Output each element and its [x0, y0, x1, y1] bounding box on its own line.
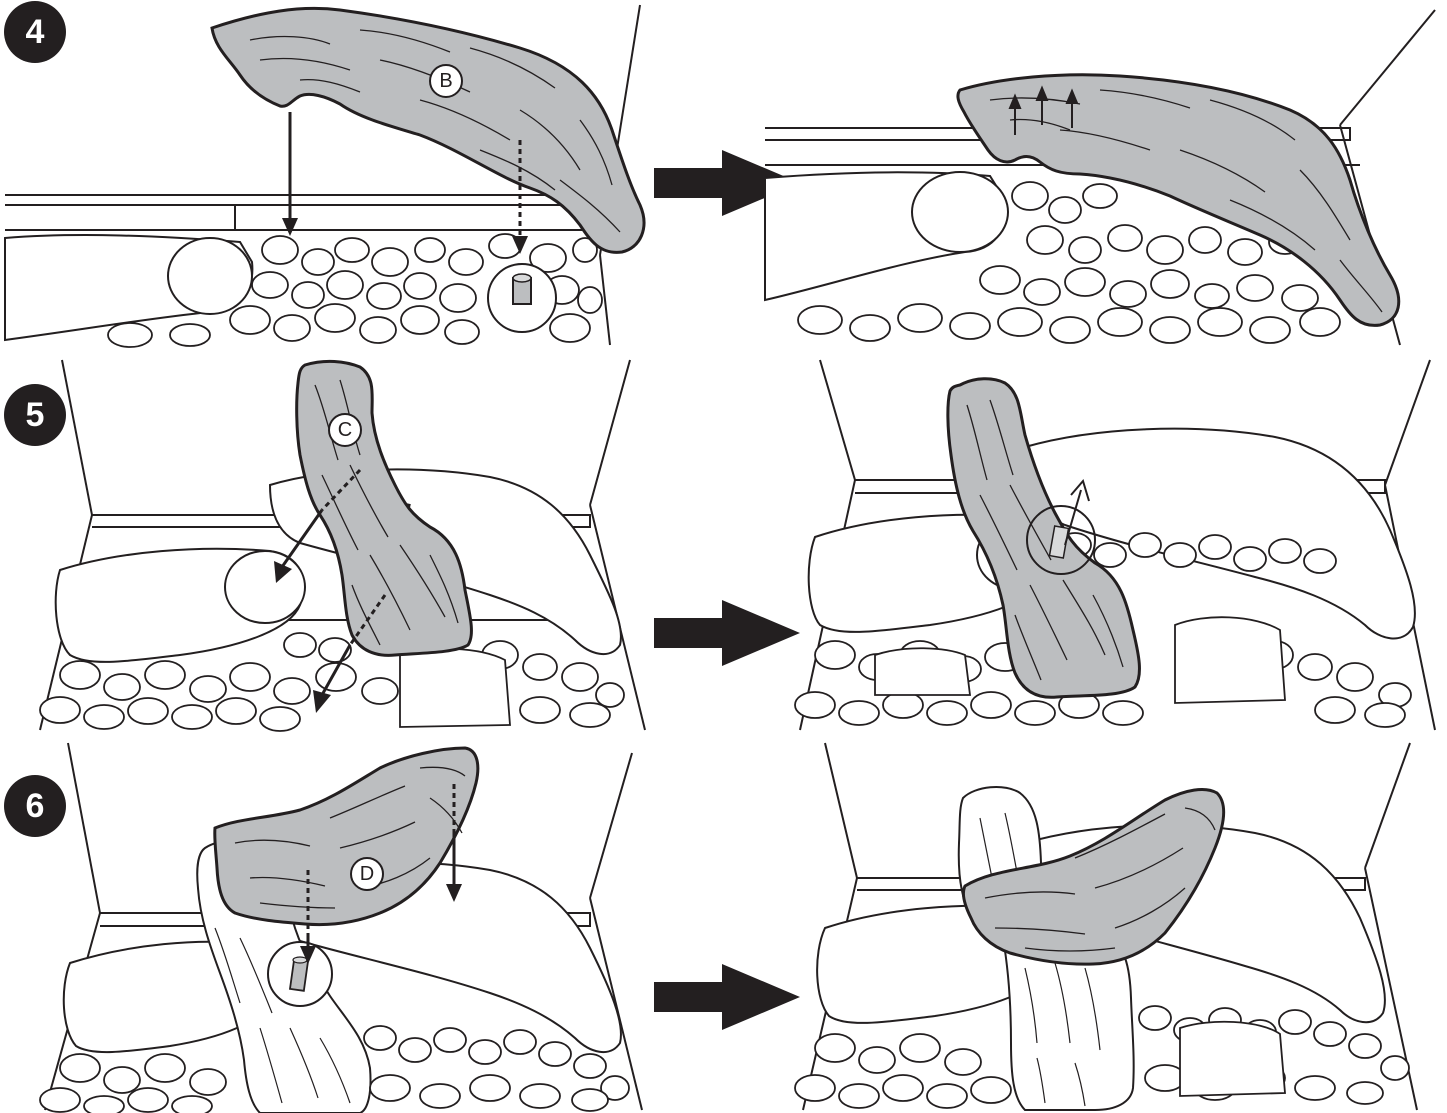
step-number-badge: 5: [4, 384, 66, 446]
step-5-before-panel: [0, 355, 650, 733]
step-5-after-illustration: [775, 355, 1447, 733]
step-6-before-illustration: [0, 738, 650, 1113]
part-label-d: D: [350, 857, 384, 891]
step-6-after-illustration: [775, 738, 1447, 1113]
step-4-before-panel: [0, 0, 650, 350]
step-6-after-panel: [775, 738, 1447, 1113]
step-number-badge: 6: [4, 775, 66, 837]
step-number-badge: 4: [4, 1, 66, 63]
step-5-before-illustration: [0, 355, 650, 733]
locating-pin-callout: [488, 264, 556, 332]
step-4-after-panel: [760, 0, 1447, 350]
log-b: [212, 8, 644, 252]
step-6-before-panel: [0, 738, 650, 1113]
part-label-b: B: [429, 64, 463, 98]
step-5-after-panel: [775, 355, 1447, 733]
step-4-after-illustration: [760, 0, 1447, 350]
locating-pin-callout: [268, 942, 332, 1006]
step-4-before-illustration: [0, 0, 650, 350]
part-label-c: C: [328, 413, 362, 447]
placement-arrow-solid: [282, 112, 298, 236]
